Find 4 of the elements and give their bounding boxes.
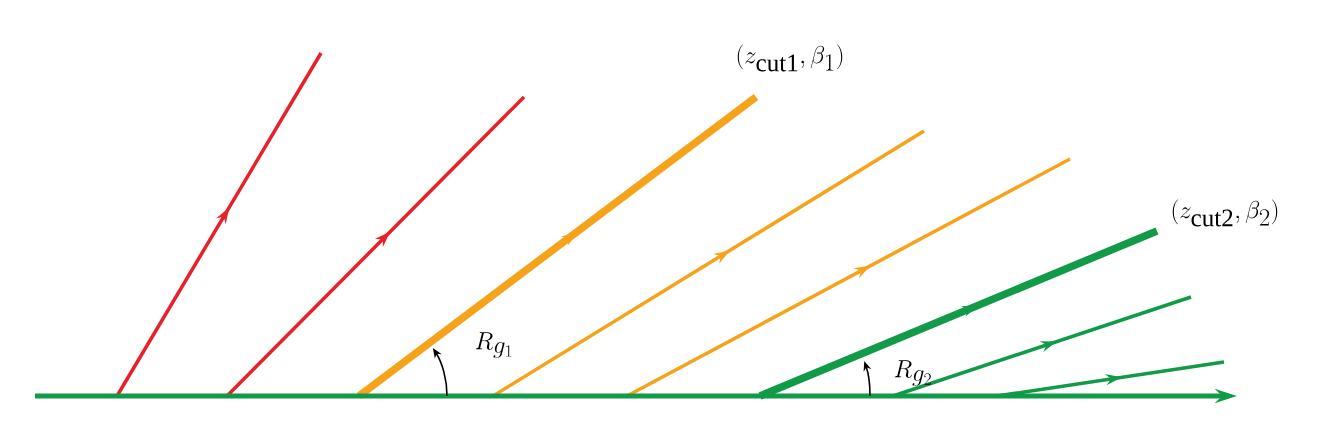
angle-label: $R_{g_1}$ (475, 332, 512, 358)
angle-label: $R_{g_2}$ (894, 360, 931, 386)
point-label: $(z_{\mathrm{cut2}},\beta_2)$ (1172, 199, 1278, 227)
point-label: $(z_{\mathrm{cut1}},\beta_1)$ (737, 44, 843, 72)
